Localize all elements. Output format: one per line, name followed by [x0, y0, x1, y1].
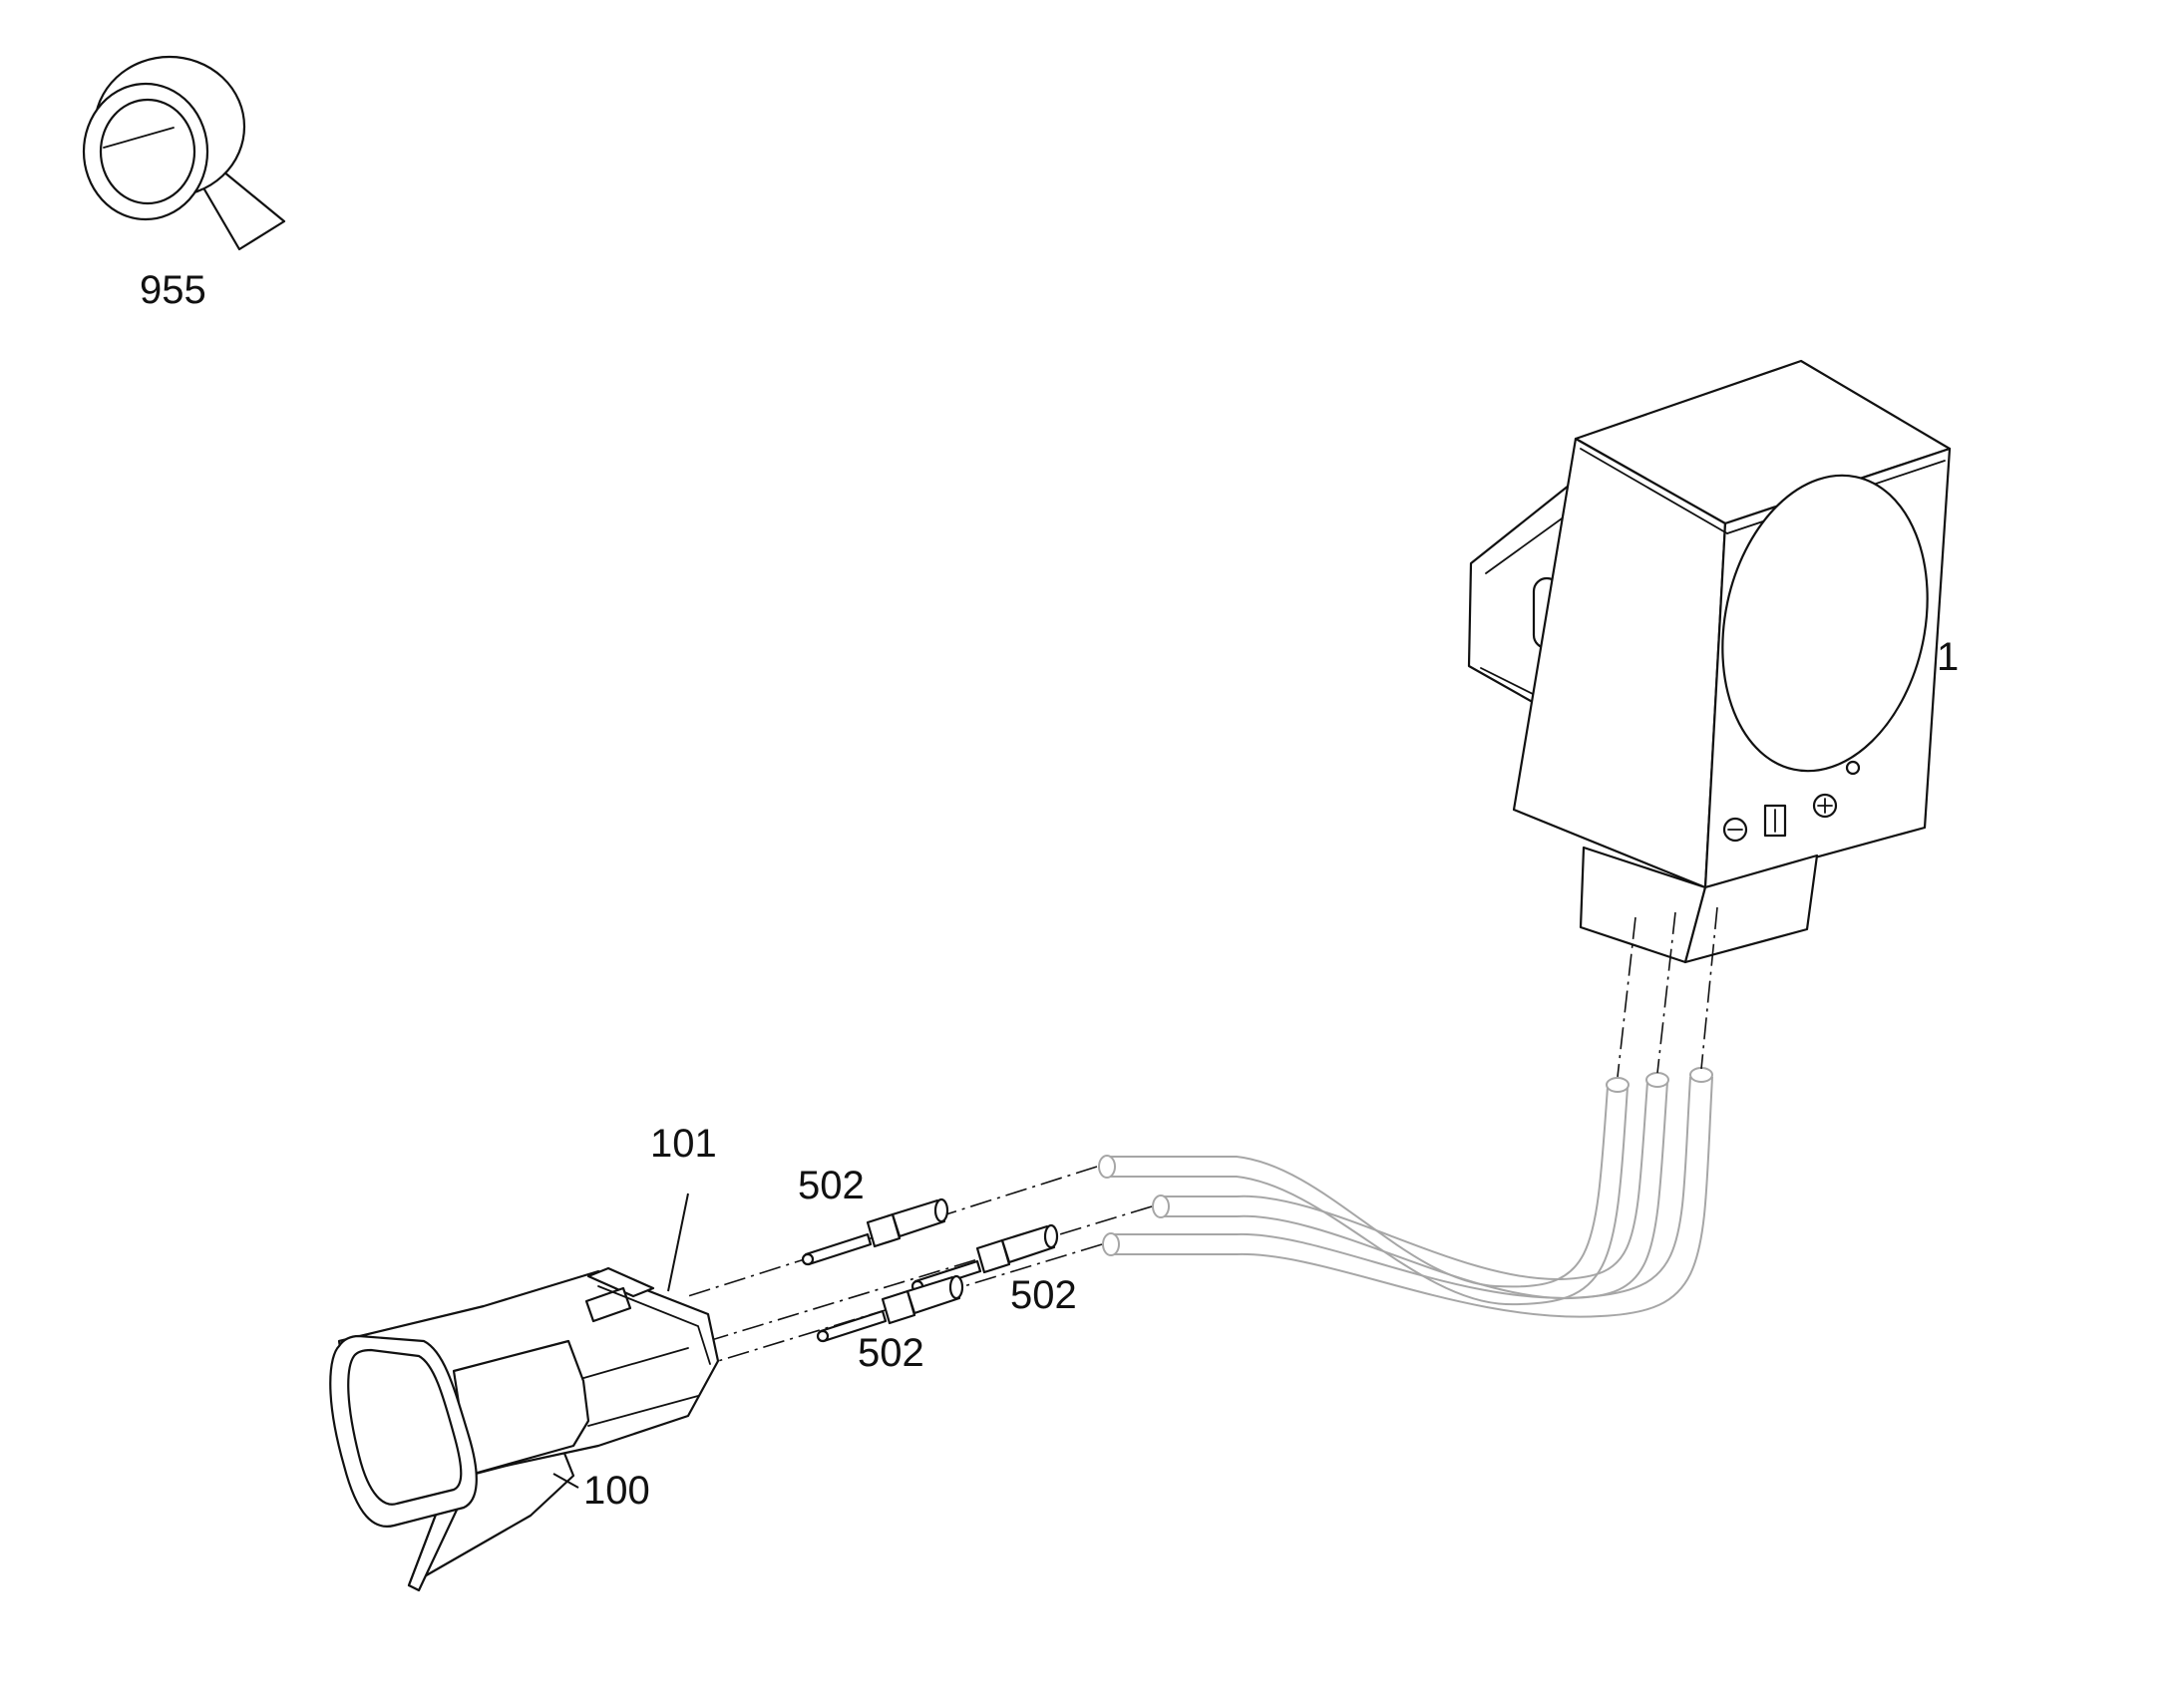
terminal-pin-top — [801, 1197, 949, 1266]
leader-100 — [552, 1473, 579, 1489]
tape-roll — [82, 55, 286, 251]
tape-roll-core — [99, 98, 196, 205]
sensor-label-circle — [1721, 474, 1929, 773]
housing-cavity — [347, 1348, 463, 1506]
callout-502-bottom: 502 — [858, 1331, 924, 1375]
callout-101: 101 — [650, 1122, 717, 1166]
wire-harness — [1098, 1067, 1713, 1318]
tape-core-line — [103, 127, 175, 149]
terminal-pin-bottom — [816, 1274, 964, 1343]
callout-1: 1 — [1937, 635, 1959, 679]
leader-101 — [667, 1193, 689, 1292]
sensor-box — [1467, 359, 1952, 964]
led-indicator-icon — [1845, 760, 1861, 776]
callout-100: 100 — [583, 1469, 650, 1513]
callout-502-middle: 502 — [1010, 1273, 1077, 1317]
assembly-center-lines — [687, 906, 1718, 1362]
connector-housing — [329, 1266, 720, 1592]
callout-955: 955 — [140, 268, 206, 312]
sensor-connector-right — [1683, 854, 1819, 964]
housing-window — [584, 1286, 632, 1323]
callout-502-top: 502 — [798, 1164, 865, 1207]
